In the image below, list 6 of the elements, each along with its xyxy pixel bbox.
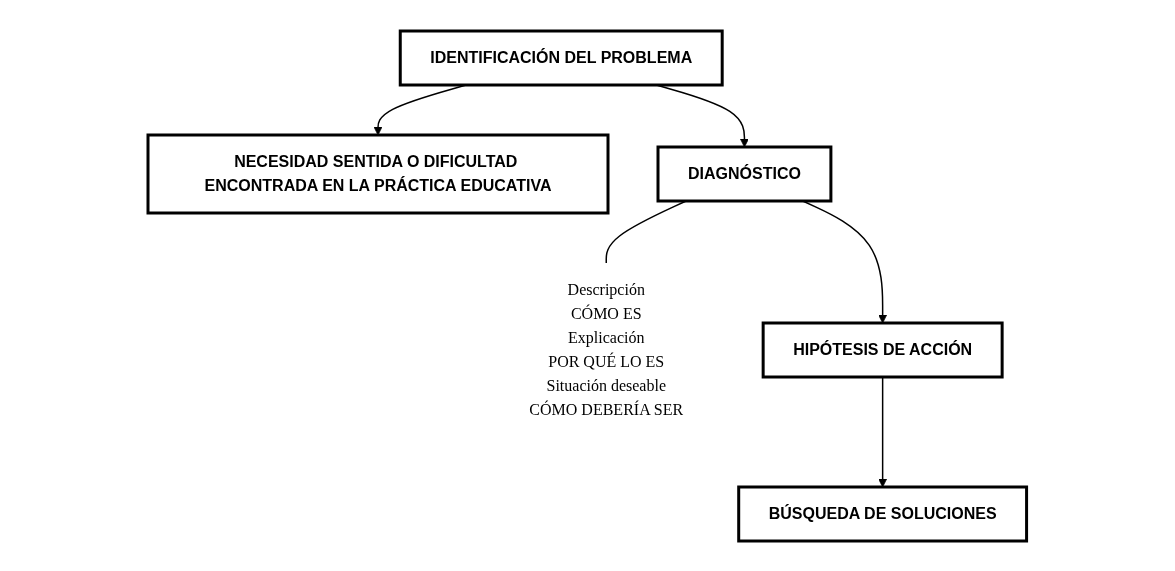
node-box: HIPÓTESIS DE ACCIÓN [761,321,1004,378]
node-text: Descripción CÓMO ES Explicación POR QUÉ LO ES Situación deseable CÓMO DEBERÍA SER [529,280,684,418]
node-box: BÚSQUEDA DE SOLUCIONES [737,485,1029,542]
node-box: NECESIDAD SENTIDA O DIFICULTAD ENCONTRADA EN LA PRÁCTICA EDUCATIVA [146,133,610,214]
node-box: IDENTIFICACIÓN DEL PROBLEMA [398,29,724,86]
node-box: DIAGNÓSTICO [656,145,833,202]
